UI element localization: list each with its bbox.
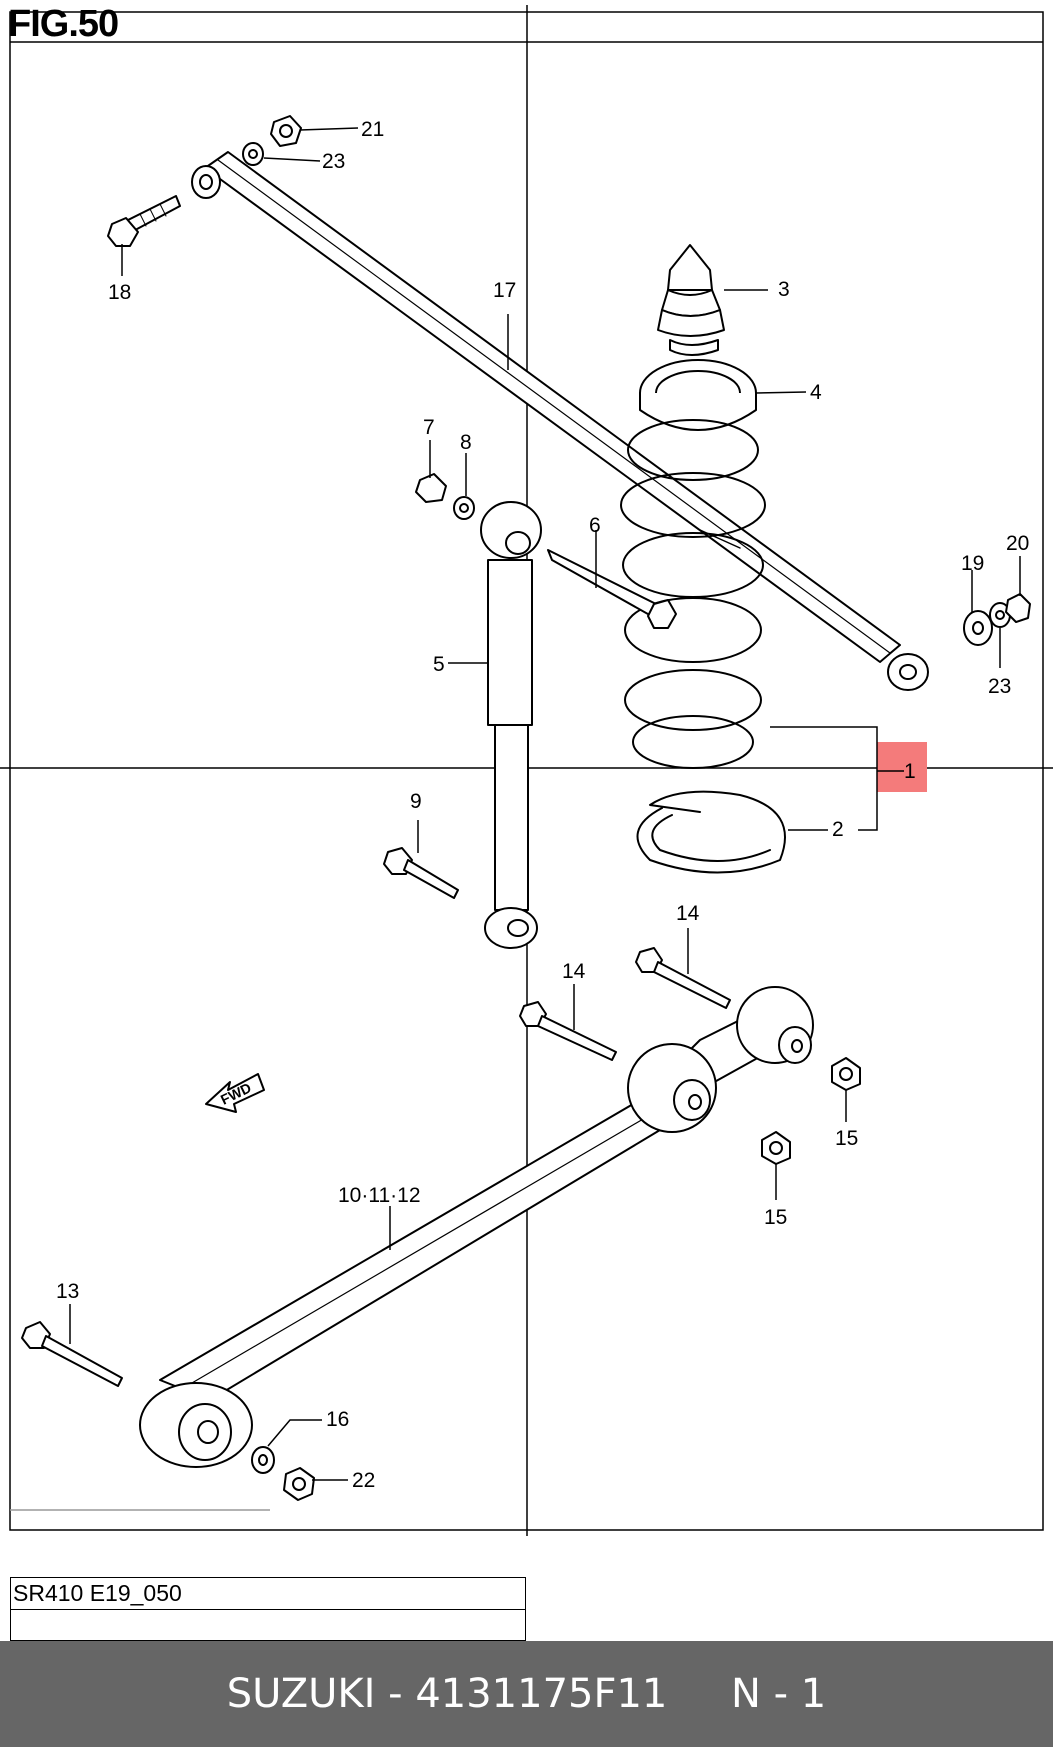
washer-20 bbox=[963, 610, 993, 646]
callout-15-upper: 15 bbox=[835, 1127, 858, 1150]
washer-23-top bbox=[242, 142, 264, 166]
spring-insulator-2 bbox=[636, 790, 786, 874]
callout-13: 13 bbox=[56, 1280, 79, 1303]
bolt-6 bbox=[547, 549, 677, 629]
bolt-9 bbox=[383, 847, 459, 899]
coil-spring-1 bbox=[620, 419, 766, 769]
fwd-arrow: FWD bbox=[205, 1073, 265, 1113]
footer-qty: N - 1 bbox=[730, 1671, 827, 1717]
nut-7 bbox=[415, 473, 447, 503]
parts-diagram: FIG.50 bbox=[0, 3, 1053, 1536]
callout-23-top: 23 bbox=[322, 150, 345, 173]
callout-19: 21 bbox=[361, 118, 384, 141]
callout-17: 17 bbox=[493, 279, 516, 302]
diagram-code-box: SR410 E19_050 bbox=[10, 1577, 526, 1641]
callout-10-11-12: 10·11·12 bbox=[338, 1184, 421, 1207]
callout-22: 22 bbox=[352, 1469, 375, 1492]
callout-2: 2 bbox=[832, 818, 844, 841]
callout-14-upper: 14 bbox=[676, 902, 700, 925]
footer-text: SUZUKI - 4131175F11 N - 1 bbox=[0, 1641, 1053, 1747]
diagram-drawing: FWD bbox=[0, 5, 1053, 1536]
washer-16 bbox=[251, 1446, 275, 1474]
callout-3: 3 bbox=[778, 278, 790, 301]
footer-separator: - bbox=[388, 1671, 403, 1717]
bolt-13 bbox=[21, 1321, 123, 1387]
nut-19 bbox=[270, 115, 302, 147]
figure-title: FIG.50 bbox=[8, 3, 119, 45]
footer-bar: SUZUKI - 4131175F11 N - 1 bbox=[0, 1641, 1053, 1747]
bump-stopper-3 bbox=[657, 244, 725, 356]
callout-highlight bbox=[877, 742, 927, 792]
bolt-14-lower bbox=[519, 1001, 617, 1061]
callout-18: 18 bbox=[108, 281, 131, 304]
diagram-code: SR410 E19_050 bbox=[11, 1578, 525, 1610]
shock-absorber-5 bbox=[480, 501, 542, 949]
washer-8 bbox=[453, 496, 475, 520]
callout-15-lower: 15 bbox=[764, 1206, 787, 1229]
callout-4: 4 bbox=[810, 381, 822, 404]
callout-5: 5 bbox=[433, 653, 445, 676]
callout-1: 1 bbox=[904, 760, 916, 783]
callout-6: 6 bbox=[589, 514, 601, 537]
callout-7: 7 bbox=[423, 416, 435, 439]
spring-seat-4 bbox=[639, 359, 757, 431]
nut-15-lower bbox=[761, 1131, 791, 1165]
bolt-18 bbox=[107, 195, 181, 247]
lateral-rod-17 bbox=[191, 151, 929, 691]
callout-16: 16 bbox=[326, 1408, 349, 1431]
callout-14-lower: 14 bbox=[562, 960, 586, 983]
callout-8: 8 bbox=[460, 431, 472, 454]
trailing-arm-10-11-12 bbox=[139, 986, 814, 1468]
nut-15-upper bbox=[831, 1057, 861, 1091]
bolt-14-upper bbox=[635, 947, 731, 1009]
callout-9: 9 bbox=[410, 790, 422, 813]
callout-20: 19 bbox=[961, 552, 984, 575]
footer-brand: SUZUKI bbox=[226, 1671, 376, 1717]
callout-21: 20 bbox=[1006, 532, 1029, 555]
footer-part-number: 4131175F11 bbox=[415, 1671, 668, 1717]
nut-22 bbox=[283, 1467, 315, 1501]
callout-23-right: 23 bbox=[988, 675, 1011, 698]
